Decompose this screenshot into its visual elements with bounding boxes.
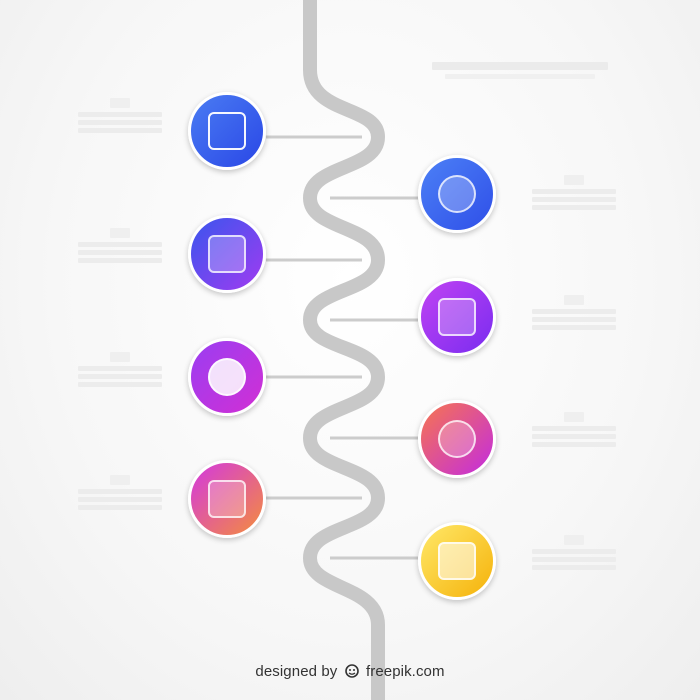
lightbulb-icon — [438, 420, 476, 458]
text-block-placeholder-1 — [78, 98, 162, 136]
text-block-placeholder-4 — [532, 295, 616, 333]
phone-icon — [208, 480, 246, 518]
connector-lines — [266, 135, 418, 560]
designed-by-label: designed by — [255, 663, 338, 680]
text-block-placeholder-6 — [532, 412, 616, 450]
chart-icon — [208, 235, 246, 273]
brand-label: freepik.com — [365, 663, 445, 680]
timeline-node-5 — [188, 338, 266, 416]
text-block-placeholder-7 — [78, 475, 162, 513]
attribution-footer: designed by freepik.com — [0, 663, 700, 682]
timeline-node-4 — [418, 278, 496, 356]
gear-icon — [438, 175, 476, 213]
timeline-node-8 — [418, 522, 496, 600]
document-icon — [438, 542, 476, 580]
freepik-logo-icon — [344, 664, 359, 682]
wavy-road — [303, 0, 385, 700]
text-block-placeholder-8 — [532, 535, 616, 573]
timeline-node-3 — [188, 215, 266, 293]
cloud-icon — [438, 298, 476, 336]
badge-icon — [208, 112, 246, 150]
timeline-node-2 — [418, 155, 496, 233]
text-block-placeholder-5 — [78, 352, 162, 390]
timeline-node-1 — [188, 92, 266, 170]
globe-icon — [208, 358, 246, 396]
timeline-node-7 — [188, 460, 266, 538]
timeline-node-6 — [418, 400, 496, 478]
text-block-placeholder-2 — [532, 175, 616, 213]
text-block-placeholder-3 — [78, 228, 162, 266]
faint-title-placeholder — [432, 62, 608, 79]
